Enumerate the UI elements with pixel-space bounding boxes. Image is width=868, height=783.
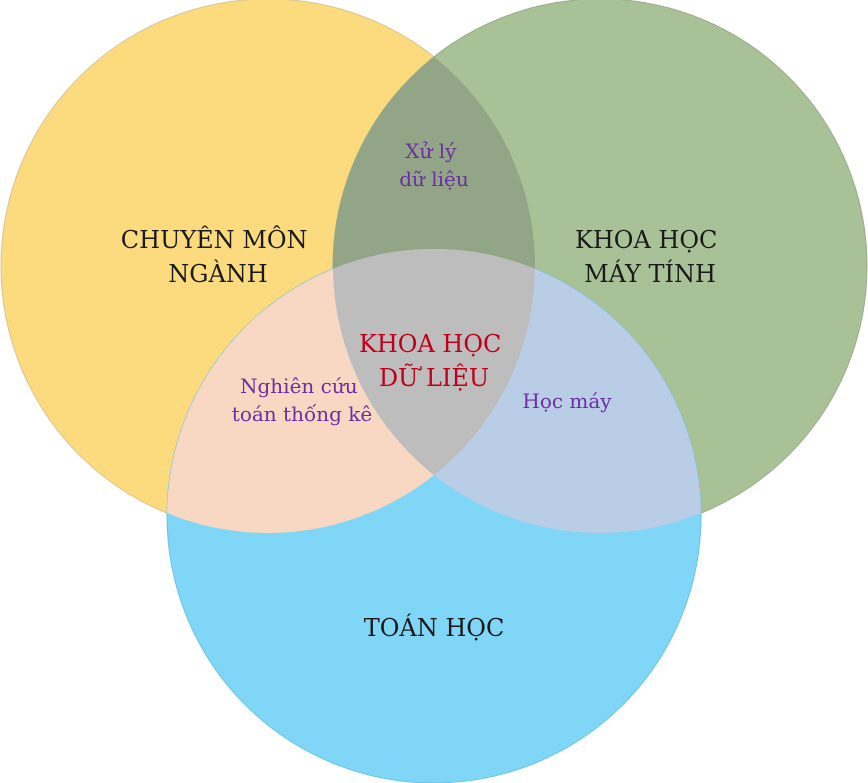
- label-domain-expertise: CHUYÊN MÔN NGÀNH: [121, 225, 315, 288]
- label-mathematics: TOÁN HỌC: [364, 613, 505, 642]
- label-data-science: KHOA HỌC DỮ LIỆU: [359, 330, 509, 392]
- label-machine-learning: Học máy: [522, 389, 612, 413]
- label-statistical-research: Nghiên cứu toán thống kê: [232, 374, 372, 426]
- label-computer-science: KHOA HỌC MÁY TÍNH: [575, 226, 725, 288]
- label-data-processing: Xử lý dữ liệu: [399, 139, 469, 191]
